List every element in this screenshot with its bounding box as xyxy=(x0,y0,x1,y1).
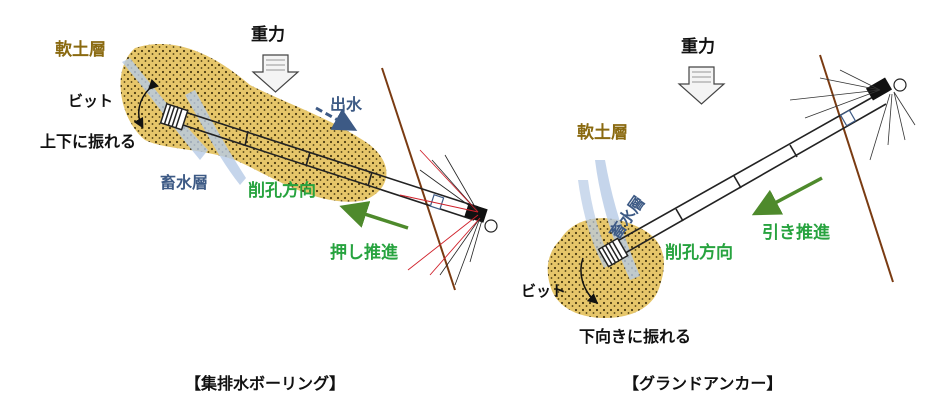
left-gravity-arrow xyxy=(251,54,300,93)
left-rig-support-line xyxy=(454,217,481,286)
left-rod-joint xyxy=(244,130,249,147)
left-rig-support-line xyxy=(469,219,483,263)
left-rod-casing xyxy=(429,193,445,211)
left-water-outflow-label: 出水 xyxy=(330,95,363,114)
right-pull-thrust-label: 引き推進 xyxy=(762,222,830,243)
left-push-thrust-label: 押し推進 xyxy=(330,242,398,263)
left-aquifer-streak-2 xyxy=(185,90,246,185)
right-pull-thrust-arrow xyxy=(751,176,823,216)
left-bit-swing-arrow xyxy=(133,78,160,129)
left-rig-red-line xyxy=(429,217,481,276)
left-bit-label: ビット xyxy=(68,92,113,110)
right-rig-support-line xyxy=(869,93,891,161)
left-caption: 【集排水ボーリング】 xyxy=(185,374,345,393)
right-drill-rig-wheel xyxy=(893,78,907,92)
right-soft-soil-region xyxy=(547,218,664,318)
right-rod-joint xyxy=(675,208,684,222)
left-rod-joint xyxy=(305,151,311,167)
right-drill-rod-bottom xyxy=(619,103,887,257)
left-aquifer-label: 畜水層 xyxy=(160,173,208,192)
left-soft-soil-region xyxy=(120,43,387,202)
left-drill-bit xyxy=(159,102,189,131)
right-diagram: 重力 軟土層 畜水層 削孔方向 引き推進 ビット 下向きに振れる 【グランドアン… xyxy=(521,36,916,393)
right-rig-support-line xyxy=(804,89,881,119)
right-drill-rig-head xyxy=(865,77,893,101)
left-rig-red-line xyxy=(399,194,479,213)
left-push-thrust-arrow xyxy=(339,201,409,230)
right-gravity-label: 重力 xyxy=(681,36,715,57)
left-drill-rod-bottom xyxy=(179,123,475,221)
right-rig-support-line xyxy=(893,91,916,126)
right-drill-direction-label: 削孔方向 xyxy=(665,242,733,263)
left-gravity-label: 重力 xyxy=(251,24,285,45)
left-rod-joint xyxy=(367,171,373,187)
right-rod-joint xyxy=(789,144,798,158)
left-drill-rod-top xyxy=(184,111,479,208)
right-soft-soil-label: 軟土層 xyxy=(577,122,628,143)
right-rig-support-line xyxy=(893,91,906,141)
right-caption: 【グランドアンカー】 xyxy=(623,374,782,393)
left-rig-support-line xyxy=(419,169,479,213)
right-gravity-arrow xyxy=(677,66,726,105)
left-drill-rig-wheel xyxy=(484,219,498,233)
left-bit-motion-label: 上下に振れる xyxy=(40,132,136,151)
left-drill-rig-head xyxy=(464,203,488,223)
right-slope-line xyxy=(819,54,894,283)
right-bit-motion-label: 下向きに振れる xyxy=(579,327,691,346)
left-rig-support-line xyxy=(439,217,481,276)
right-bit-label: ビット xyxy=(521,282,566,300)
right-drill-bit xyxy=(597,237,629,268)
left-soft-soil-label: 軟土層 xyxy=(55,39,106,60)
right-rod-joint xyxy=(733,175,742,189)
right-rod-casing xyxy=(839,109,857,127)
left-rig-red-line xyxy=(419,149,479,213)
left-rig-support-line xyxy=(444,154,479,213)
right-aquifer-streak-1 xyxy=(595,160,640,280)
left-slope-line xyxy=(381,67,456,291)
right-rig-support-line xyxy=(789,89,881,101)
right-rig-support-line xyxy=(887,93,893,146)
left-drill-direction-label: 削孔方向 xyxy=(248,180,316,201)
left-diagram: 重力 軟土層 ビット 上下に振れる 畜水層 出水 削孔方向 押し推進 【集排水ボ… xyxy=(40,24,498,393)
left-water-outflow-arrow xyxy=(315,106,358,131)
left-rig-red-line xyxy=(407,214,479,271)
right-rig-support-line xyxy=(819,77,881,91)
right-rig-support-line xyxy=(839,69,881,91)
right-drill-rod-top xyxy=(611,92,881,245)
right-bit-swing-arrow xyxy=(580,257,599,304)
